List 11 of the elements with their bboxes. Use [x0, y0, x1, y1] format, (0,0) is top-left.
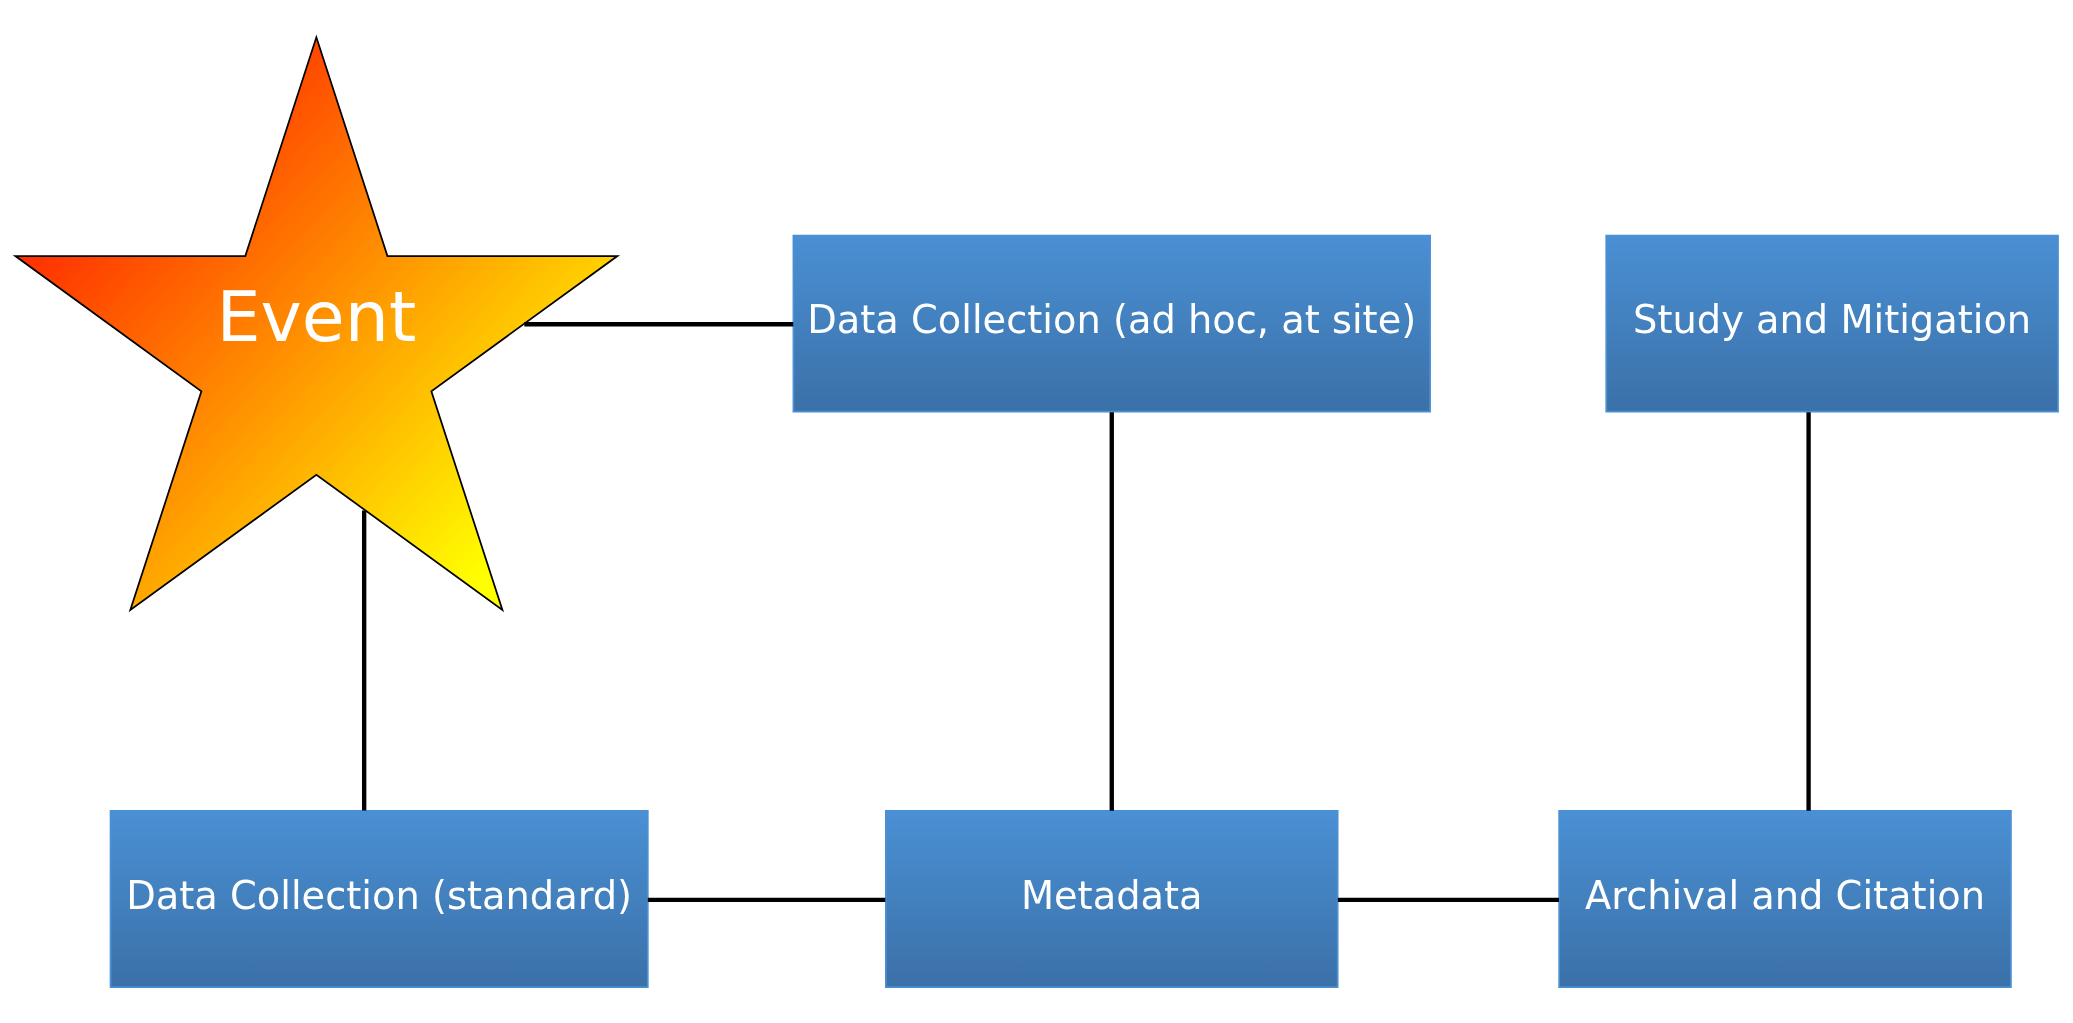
- connector: [1109, 411, 1114, 811]
- connector: [362, 509, 367, 810]
- node-box: Data Collection (ad hoc, at site): [792, 234, 1431, 413]
- connector: [1806, 411, 1811, 811]
- connector: [647, 897, 886, 902]
- node-box: Study and Mitigation: [1605, 234, 2059, 413]
- node-box: Archival and Citation: [1558, 809, 2012, 988]
- connector: [524, 321, 794, 326]
- connector: [1337, 897, 1559, 902]
- node-box: Data Collection (standard): [109, 809, 649, 988]
- node-box: Metadata: [885, 809, 1339, 988]
